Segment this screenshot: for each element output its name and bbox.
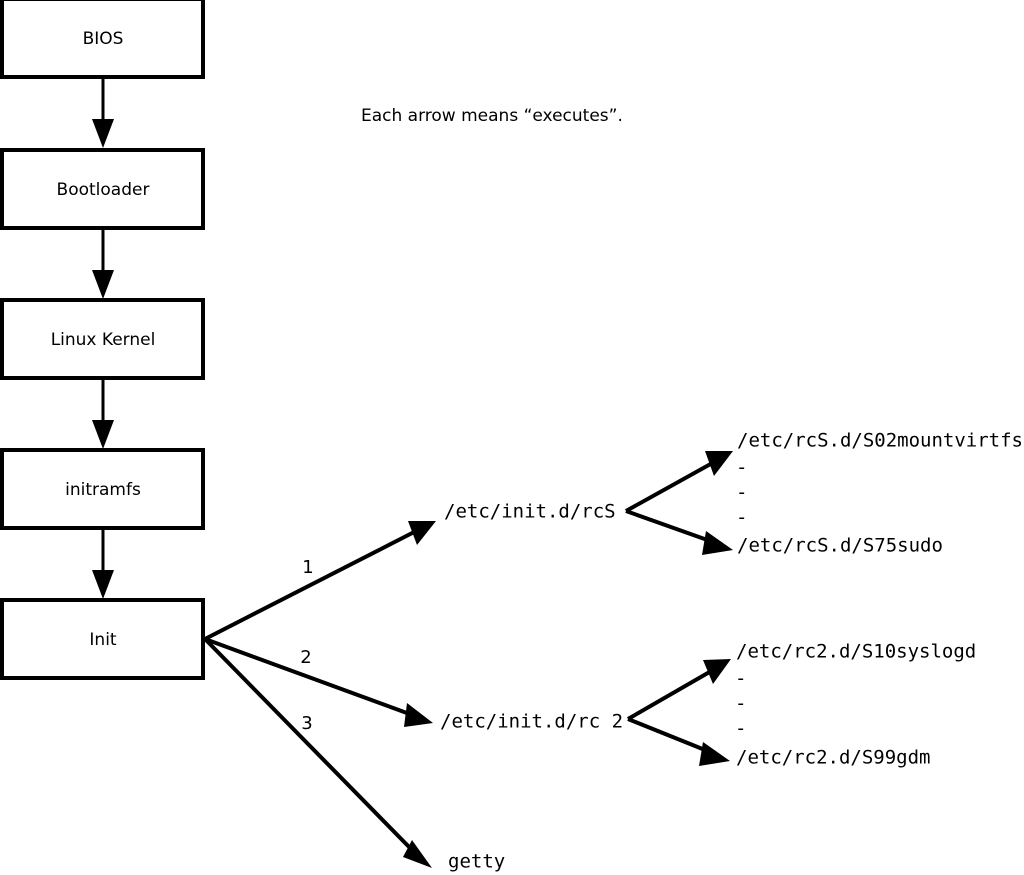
connector-bootloader-to-kernel <box>92 228 114 299</box>
rc2-ellipsis-dash-2: - <box>735 693 746 715</box>
box-init: Init <box>0 598 205 680</box>
connector-bios-to-bootloader <box>92 77 114 148</box>
rc2-script-last: /etc/rc2.d/S99gdm <box>736 747 930 769</box>
rc2-ellipsis-dash-1: - <box>735 668 746 690</box>
box-bios-label: BIOS <box>83 29 124 49</box>
box-initramfs: initramfs <box>0 448 205 530</box>
box-bootloader: Bootloader <box>0 148 205 230</box>
arrow-init-to-getty <box>203 637 432 868</box>
connector-initramfs-to-init <box>92 528 114 599</box>
rcs-ellipsis-dash-2: - <box>736 482 747 504</box>
connector-kernel-to-initramfs <box>92 378 114 449</box>
branch-target-rc2: /etc/init.d/rc 2 <box>440 711 623 733</box>
rcs-ellipsis-dash-3: - <box>736 507 747 529</box>
diagram-caption: Each arrow means “executes”. <box>361 106 623 126</box>
box-linux-kernel: Linux Kernel <box>0 298 205 380</box>
box-linux-kernel-label: Linux Kernel <box>51 330 156 350</box>
branch-target-rcs: /etc/init.d/rcS <box>444 501 616 523</box>
box-bios: BIOS <box>0 0 205 79</box>
arrow-init-to-rcs <box>204 521 436 641</box>
arrow-rc2-to-first-script <box>627 659 731 721</box>
branch-number-2: 2 <box>300 647 311 668</box>
arrow-rcs-to-last-script <box>625 509 733 555</box>
box-init-label: Init <box>89 630 117 650</box>
arrow-rcs-to-first-script <box>625 451 733 513</box>
arrow-init-to-rc2 <box>204 637 433 727</box>
branch-target-getty: getty <box>448 851 505 873</box>
branch-number-1: 1 <box>302 557 313 578</box>
arrow-rc2-to-last-script <box>627 717 730 766</box>
rcs-ellipsis-dash-1: - <box>736 457 747 479</box>
rc2-script-first: /etc/rc2.d/S10syslogd <box>736 641 976 663</box>
box-initramfs-label: initramfs <box>65 480 141 500</box>
rcs-script-first: /etc/rcS.d/S02mountvirtfs <box>737 430 1023 452</box>
box-bootloader-label: Bootloader <box>57 180 150 200</box>
rcs-script-last: /etc/rcS.d/S75sudo <box>737 535 943 557</box>
branch-number-3: 3 <box>301 713 312 734</box>
rc2-ellipsis-dash-3: - <box>735 718 746 740</box>
